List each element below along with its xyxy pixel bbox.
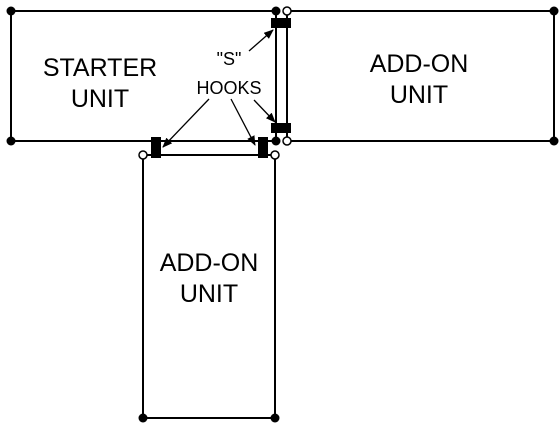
hooks-label-line1: "S": [217, 49, 242, 69]
arrow-to-bottom-right-hook: [253, 99, 276, 123]
add-on-unit-bottom-label-line2: UNIT: [180, 280, 238, 308]
hook-pointer-arrows: [162, 29, 276, 148]
add-on-unit-right-label-line2: UNIT: [390, 81, 448, 109]
arrow-to-bottom-left-hook: [162, 98, 210, 148]
s-hook-bottom-middle: [258, 137, 268, 158]
arrow-to-top-right-hook: [248, 29, 274, 52]
add-on-unit-bottom-open-post: [138, 150, 148, 160]
add-on-unit-bottom-corner-post: [138, 413, 148, 423]
starter-unit-label-line1: STARTER: [43, 54, 157, 82]
s-hook-bottom-left: [151, 137, 161, 158]
s-hook-top-right: [271, 18, 291, 28]
add-on-unit-right-open-post: [282, 136, 292, 146]
starter-unit-outline: [10, 10, 277, 142]
s-hooks: [151, 18, 291, 158]
add-on-unit-right-outline: [286, 10, 555, 142]
add-on-unit-bottom-outline: [142, 154, 276, 419]
starter-unit-corner-post: [6, 6, 16, 16]
starter-unit-corner-post: [271, 136, 281, 146]
add-on-unit-bottom-open-post: [270, 150, 280, 160]
hooks-label-line2: HOOKS: [196, 78, 261, 98]
add-on-unit-right: ADD-ON UNIT: [282, 6, 559, 146]
add-on-unit-bottom: ADD-ON UNIT: [138, 150, 280, 423]
add-on-unit-bottom-corner-post: [270, 413, 280, 423]
starter-unit-label-line2: UNIT: [71, 85, 129, 113]
arrow-to-bottom-middle-hook: [230, 98, 256, 146]
s-hook-bottom-right: [271, 123, 291, 133]
add-on-unit-right-corner-post: [549, 6, 559, 16]
add-on-unit-right-label-line1: ADD-ON: [370, 50, 469, 78]
add-on-unit-right-corner-post: [549, 136, 559, 146]
add-on-unit-bottom-label-line1: ADD-ON: [160, 249, 259, 277]
add-on-unit-right-open-post: [282, 6, 292, 16]
starter-unit-corner-post: [6, 136, 16, 146]
starter-unit-corner-post: [271, 6, 281, 16]
starter-unit: STARTER UNIT: [6, 6, 281, 146]
